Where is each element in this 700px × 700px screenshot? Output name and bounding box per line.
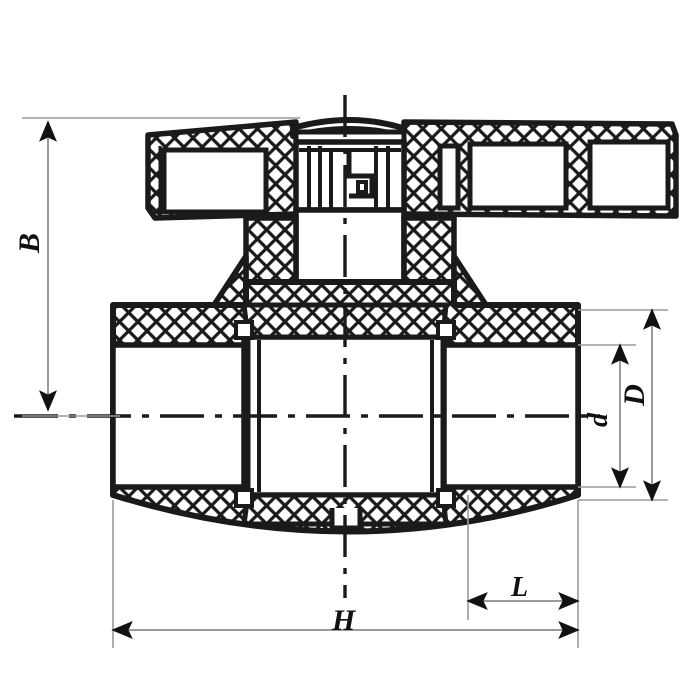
dimension-lines — [39, 120, 661, 639]
valve-handle-lever — [145, 119, 679, 221]
dimension-label-H: H — [332, 604, 356, 637]
valve-stem — [293, 139, 407, 213]
valve-stem-cap — [290, 117, 407, 145]
dimension-label-D: D — [617, 384, 651, 406]
dimension-label-L: L — [511, 572, 529, 603]
dimension-label-B: B — [13, 232, 47, 254]
dimension-label-d: d — [583, 413, 614, 427]
